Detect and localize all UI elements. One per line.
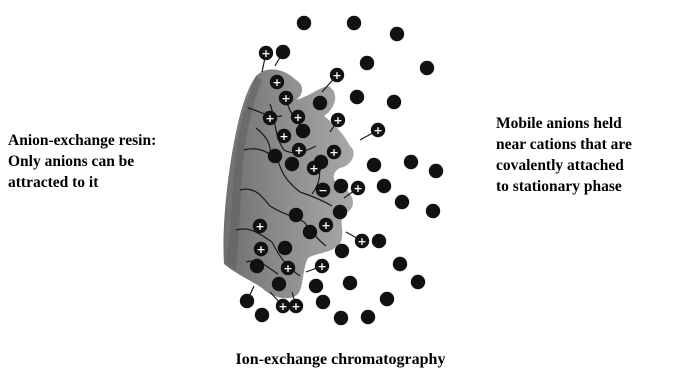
mobile-anions-label-line: to stationary phase [496, 176, 632, 197]
plus-sign: + [256, 243, 265, 256]
resin-label-line: Only anions can be [8, 151, 156, 172]
plus-sign: + [291, 300, 300, 313]
mobile-anion [426, 204, 440, 218]
mobile-anion [303, 225, 317, 239]
mobile-anion [240, 294, 254, 308]
mobile-anion [393, 257, 407, 271]
mobile-anion [335, 244, 349, 258]
bound-cation: + [277, 129, 291, 143]
plus-sign: + [278, 300, 287, 313]
mobile-anion [390, 27, 404, 41]
plus-sign: + [309, 162, 318, 175]
mobile-anions-label-line: near cations that are [496, 134, 632, 155]
bound-cation: + [351, 181, 365, 195]
mobile-anion [296, 124, 310, 138]
plus-sign: + [332, 69, 341, 82]
bound-cation: + [319, 218, 333, 232]
plus-sign: + [353, 182, 362, 195]
mobile-anion [255, 308, 269, 322]
resin-label: Anion-exchange resin: Only anions can be… [8, 130, 156, 193]
bound-cation: + [263, 111, 277, 125]
bound-cation: + [254, 242, 268, 256]
mobile-anion [276, 45, 290, 59]
mobile-anion [429, 164, 443, 178]
mobile-anion [350, 90, 364, 104]
bound-cation: + [331, 113, 345, 127]
mobile-anion [387, 95, 401, 109]
mobile-anion [395, 195, 409, 209]
bound-cation: + [327, 145, 341, 159]
bound-cation: + [270, 75, 284, 89]
mobile-anion [316, 295, 330, 309]
mobile-anions-label-line: Mobile anions held [496, 113, 632, 134]
mobile-anion [360, 56, 374, 70]
plus-sign: + [255, 220, 264, 233]
mobile-anion [372, 234, 386, 248]
mobile-anion [313, 96, 327, 110]
bound-cation: + [281, 261, 295, 275]
resin-label-line: attracted to it [8, 172, 156, 193]
bound-cation: + [315, 259, 329, 273]
mobile-anions-label: Mobile anions held near cations that are… [496, 113, 632, 197]
bound-cation: + [279, 91, 293, 105]
plus-sign: + [279, 130, 288, 143]
mobile-anion [334, 311, 348, 325]
bound-cation: + [276, 299, 290, 313]
resin-label-line: Anion-exchange resin: [8, 130, 156, 151]
plus-sign: + [294, 144, 303, 157]
bound-cation: + [330, 68, 344, 82]
bound-cation: + [355, 234, 369, 248]
plus-sign: + [321, 219, 330, 232]
mobile-anion [297, 16, 311, 30]
mobile-anion [347, 16, 361, 30]
diagram-caption: Ion-exchange chromatography [0, 351, 681, 369]
bound-cation: + [292, 143, 306, 157]
plus-sign: + [281, 92, 290, 105]
mobile-anion [367, 158, 381, 172]
mobile-anion [289, 208, 303, 222]
plus-sign: + [261, 47, 270, 60]
mobile-anion [380, 292, 394, 306]
mobile-anion [268, 149, 282, 163]
bound-cation: + [291, 110, 305, 124]
mobile-anion [250, 259, 264, 273]
bound-cation: + [259, 46, 273, 60]
mobile-anion [404, 155, 418, 169]
bound-cation: + [371, 123, 385, 137]
mobile-anion [272, 277, 286, 291]
mobile-anions-label-line: covalently attached [496, 155, 632, 176]
plus-sign: + [272, 76, 281, 89]
mobile-anion [278, 241, 292, 255]
mobile-anion [334, 179, 348, 193]
mobile-anion [420, 61, 434, 75]
bound-anion-minus: − [316, 183, 330, 197]
mobile-anion [411, 275, 425, 289]
mobile-anion [285, 157, 299, 171]
plus-sign: + [317, 260, 326, 273]
mobile-anion [343, 276, 357, 290]
bound-cation: + [289, 299, 303, 313]
plus-sign: + [329, 146, 338, 159]
plus-sign: + [373, 124, 382, 137]
plus-sign: + [333, 114, 342, 127]
plus-sign: + [293, 111, 302, 124]
minus-sign: − [318, 184, 327, 197]
plus-sign: + [357, 235, 366, 248]
bound-cation: + [253, 219, 267, 233]
plus-sign: + [283, 262, 292, 275]
bound-cation: + [307, 161, 321, 175]
plus-sign: + [265, 112, 274, 125]
mobile-anion [333, 205, 347, 219]
mobile-anion [377, 179, 391, 193]
mobile-anion [309, 279, 323, 293]
mobile-anion [361, 310, 375, 324]
